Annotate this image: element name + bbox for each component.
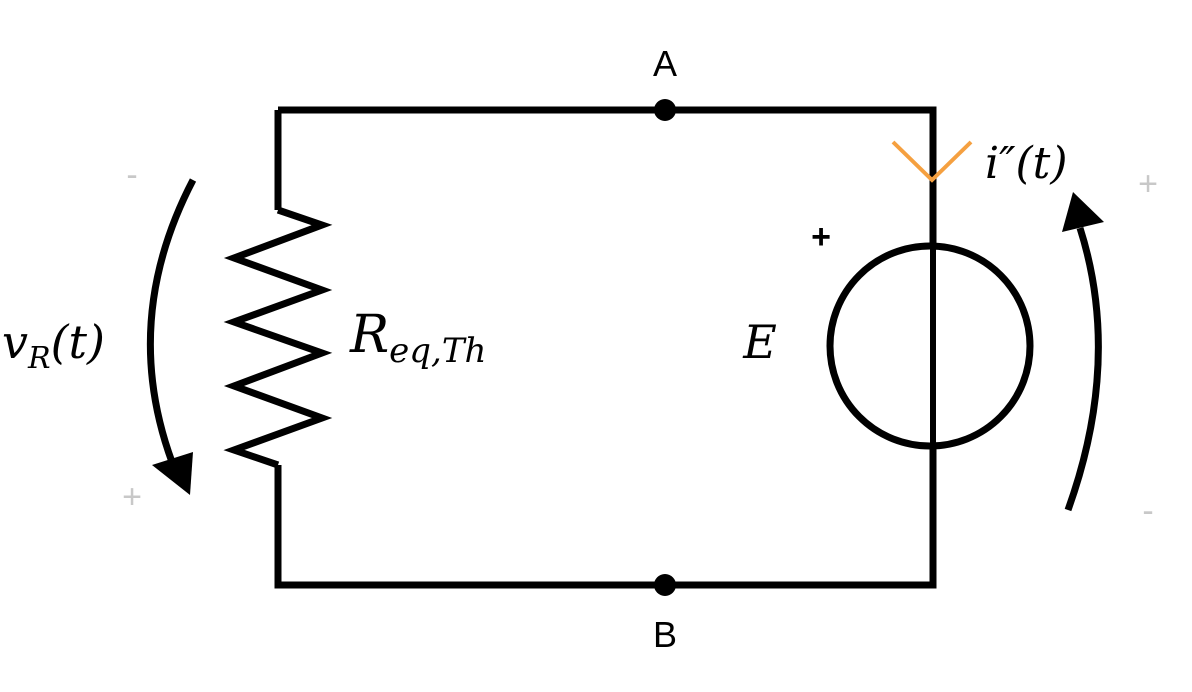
resistor-voltage-var: v <box>2 315 28 369</box>
resistor-voltage-arrowhead-icon <box>152 452 193 495</box>
source-polarity-plus: + <box>811 218 831 256</box>
resistor-label: Req,Th <box>349 305 486 371</box>
resistor-voltage-arrow <box>146 178 197 464</box>
right-lower-wire <box>274 447 937 589</box>
resistor-voltage-sign-plus: + <box>122 478 142 516</box>
node-b-dot <box>654 574 676 596</box>
resistor-voltage-args: (t) <box>51 315 105 369</box>
source-label: E <box>742 315 777 369</box>
source-voltage-arrow <box>1064 226 1102 512</box>
current-label: i″(t) <box>985 138 1068 189</box>
source-voltage-sign-minus: - <box>1142 492 1153 530</box>
resistor-symbol-text: R <box>349 305 389 365</box>
resistor-voltage-label: vR(t) <box>2 315 105 376</box>
source-voltage-sign-plus: + <box>1138 165 1158 203</box>
node-a-dot <box>654 99 676 121</box>
resistor-voltage-subscript: R <box>27 341 51 376</box>
resistor-subscript: eq,Th <box>389 331 486 371</box>
node-a-label: A <box>653 43 677 84</box>
resistor-voltage-sign-minus: - <box>126 156 137 194</box>
node-b-label: B <box>653 614 677 655</box>
top-wire <box>278 106 937 245</box>
source-voltage-arrowhead-icon <box>1062 192 1104 232</box>
current-arrow-icon <box>891 140 973 183</box>
resistor-symbol <box>223 206 333 469</box>
